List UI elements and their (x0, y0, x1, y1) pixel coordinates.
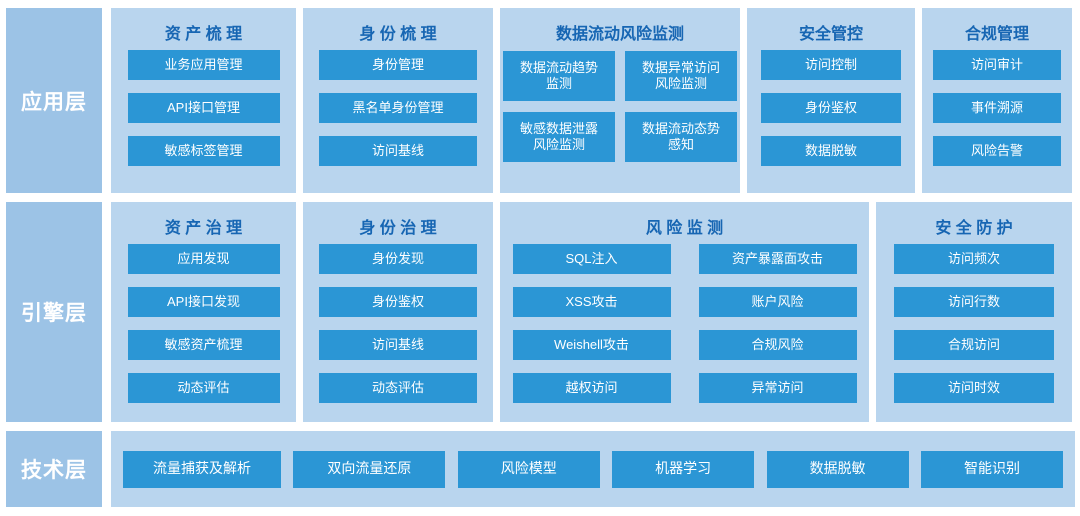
item-button: 访问行数 (894, 287, 1054, 317)
item-button: 资产暴露面攻击 (698, 244, 857, 274)
item-button: 应用发现 (127, 244, 280, 274)
item-button: 身份发现 (319, 244, 477, 274)
item-button: 身份鉴权 (761, 93, 901, 123)
item-button: 动态评估 (319, 373, 477, 403)
item-button: 合规风险 (698, 330, 857, 360)
group-items: 身份管理 黑名单身份管理 访问基线 (319, 50, 477, 166)
item-button: 访问时效 (894, 373, 1054, 403)
group-title: 资 产 治 理 (164, 220, 243, 237)
engine-layer-panel: 资 产 治 理 应用发现 API接口发现 敏感资产梳理 动态评估 身 份 治 理… (111, 202, 1075, 422)
item-button: 机器学习 (612, 450, 755, 488)
group-items: 应用发现 API接口发现 敏感资产梳理 动态评估 (127, 244, 280, 403)
item-button: 智能识别 (920, 450, 1063, 488)
layer-label-application: 应用层 (6, 8, 102, 193)
group-data-flow-risk-monitoring: 数据流动风险监测 数据流动趋势监测 数据异常访问风险监测 敏感数据泄露风险监测 … (500, 8, 740, 193)
group-items: 访问控制 身份鉴权 数据脱敏 (761, 50, 901, 166)
item-button: 动态评估 (127, 373, 280, 403)
group-items: 身份发现 身份鉴权 访问基线 动态评估 (319, 244, 477, 403)
group-items: 数据流动趋势监测 数据异常访问风险监测 敏感数据泄露风险监测 数据流动态势感知 (503, 51, 737, 162)
item-button: 风险告警 (933, 136, 1061, 166)
technology-layer-row: 技术层 流量捕获及解析 双向流量还原 风险模型 机器学习 数据脱敏 智能识别 (6, 431, 1075, 507)
group-security-control: 安全管控 访问控制 身份鉴权 数据脱敏 (747, 8, 915, 193)
group-title: 安全管控 (798, 26, 863, 43)
application-layer-row: 应用层 资 产 梳 理 业务应用管理 API接口管理 敏感标签管理 身 份 梳 … (6, 8, 1075, 193)
layer-label-technology: 技术层 (6, 431, 102, 507)
item-button: 敏感资产梳理 (127, 330, 280, 360)
item-button: 敏感数据泄露风险监测 (503, 112, 615, 162)
engine-layer-row: 引擎层 资 产 治 理 应用发现 API接口发现 敏感资产梳理 动态评估 身 份… (6, 202, 1075, 422)
item-button: 事件溯源 (933, 93, 1061, 123)
group-identity-sorting: 身 份 梳 理 身份管理 黑名单身份管理 访问基线 (303, 8, 493, 193)
group-title: 身 份 梳 理 (359, 26, 437, 43)
group-title: 风 险 监 测 (645, 220, 724, 237)
group-asset-sorting: 资 产 梳 理 业务应用管理 API接口管理 敏感标签管理 (111, 8, 296, 193)
item-button: 访问基线 (319, 136, 477, 166)
item-button: 数据脱敏 (766, 450, 909, 488)
group-title: 安 全 防 护 (935, 220, 1013, 237)
item-button: 数据异常访问风险监测 (625, 51, 737, 101)
group-items: 访问频次 访问行数 合规访问 访问时效 (894, 244, 1054, 403)
technology-layer-panel: 流量捕获及解析 双向流量还原 风险模型 机器学习 数据脱敏 智能识别 (111, 431, 1075, 507)
item-button: 身份管理 (319, 50, 477, 80)
item-button: API接口发现 (127, 287, 280, 317)
group-items: 业务应用管理 API接口管理 敏感标签管理 (127, 50, 280, 166)
item-button: 访问频次 (894, 244, 1054, 274)
item-button: 数据流动趋势监测 (503, 51, 615, 101)
group-title: 身 份 治 理 (359, 220, 437, 237)
group-title: 合规管理 (964, 26, 1029, 43)
group-risk-monitoring: 风 险 监 测 SQL注入 XSS攻击 Weishell攻击 越权访问 资产暴露… (500, 202, 869, 422)
item-button: API接口管理 (127, 93, 280, 123)
item-button: 访问审计 (933, 50, 1061, 80)
item-button: 黑名单身份管理 (319, 93, 477, 123)
item-button: Weishell攻击 (512, 330, 671, 360)
group-asset-governance: 资 产 治 理 应用发现 API接口发现 敏感资产梳理 动态评估 (111, 202, 296, 422)
item-button: 敏感标签管理 (127, 136, 280, 166)
group-compliance-management: 合规管理 访问审计 事件溯源 风险告警 (922, 8, 1072, 193)
item-button: SQL注入 (512, 244, 671, 274)
item-button: 身份鉴权 (319, 287, 477, 317)
item-button: 异常访问 (698, 373, 857, 403)
item-button: 越权访问 (512, 373, 671, 403)
group-title: 数据流动风险监测 (555, 26, 684, 43)
item-button: XSS攻击 (512, 287, 671, 317)
item-button: 流量捕获及解析 (123, 450, 281, 488)
item-button: 访问基线 (319, 330, 477, 360)
item-button: 访问控制 (761, 50, 901, 80)
group-security-protection: 安 全 防 护 访问频次 访问行数 合规访问 访问时效 (876, 202, 1072, 422)
group-items: 访问审计 事件溯源 风险告警 (933, 50, 1061, 166)
group-identity-governance: 身 份 治 理 身份发现 身份鉴权 访问基线 动态评估 (303, 202, 493, 422)
group-items: SQL注入 XSS攻击 Weishell攻击 越权访问 资产暴露面攻击 账户风险… (512, 244, 857, 403)
group-title: 资 产 梳 理 (164, 26, 243, 43)
item-button: 数据脱敏 (761, 136, 901, 166)
layer-label-engine: 引擎层 (6, 202, 102, 422)
item-button: 风险模型 (457, 450, 600, 488)
item-button: 账户风险 (698, 287, 857, 317)
item-button: 业务应用管理 (127, 50, 280, 80)
application-layer-panel: 资 产 梳 理 业务应用管理 API接口管理 敏感标签管理 身 份 梳 理 身份… (111, 8, 1075, 193)
item-button: 数据流动态势感知 (625, 112, 737, 162)
item-button: 合规访问 (894, 330, 1054, 360)
item-button: 双向流量还原 (293, 450, 446, 488)
